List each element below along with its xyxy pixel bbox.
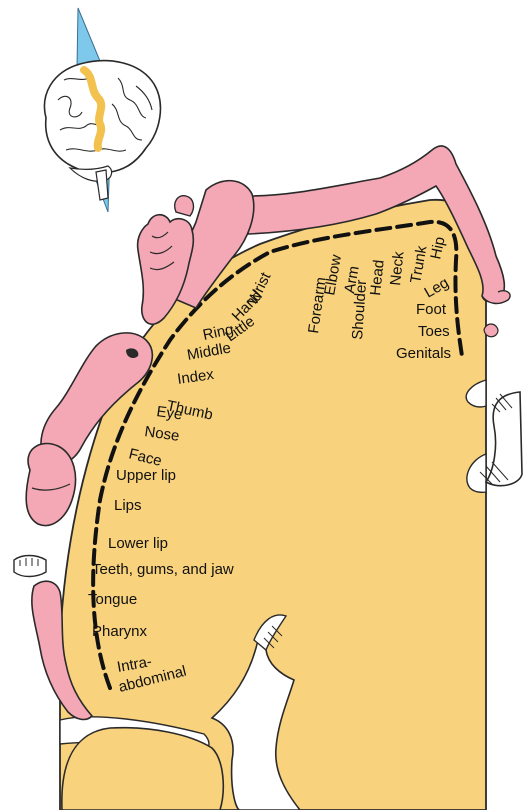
genitals-drawing (484, 324, 498, 337)
label-tongue: Tongue (88, 591, 137, 608)
label-neck: Neck (387, 250, 408, 286)
label-genitals: Genitals (396, 345, 451, 362)
label-upper-lip: Upper lip (116, 467, 176, 484)
label-teeth-gums-jaw: Teeth, gums, and jaw (92, 561, 234, 578)
brain-inset (44, 8, 160, 212)
label-pharynx: Pharynx (92, 623, 148, 640)
label-foot: Foot (416, 301, 447, 318)
label-lower-lip: Lower lip (108, 535, 168, 552)
thumb-drawing (175, 196, 194, 216)
label-toes: Toes (418, 323, 450, 340)
label-eye: Eye (155, 403, 183, 423)
brainstem (96, 170, 108, 200)
homunculus-jaw (14, 556, 46, 577)
label-lips: Lips (114, 497, 142, 514)
